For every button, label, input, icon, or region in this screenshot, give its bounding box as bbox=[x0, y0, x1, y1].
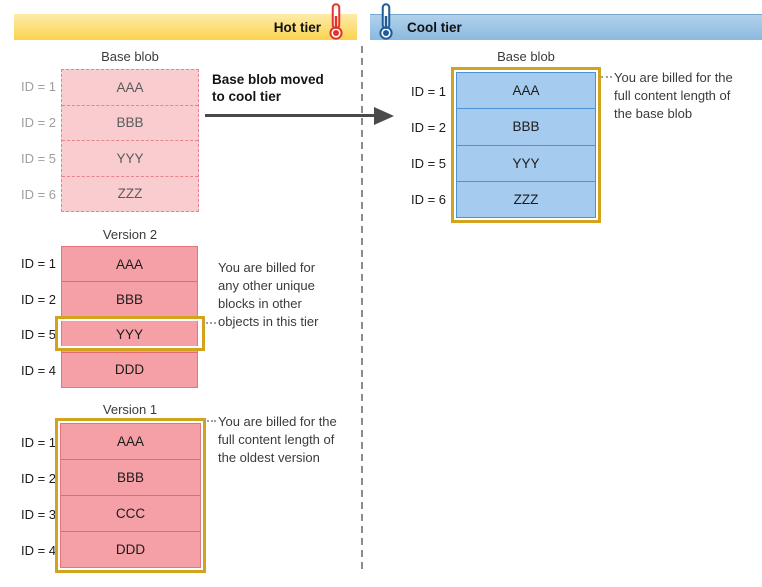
move-arrow-label: Base blob moved to cool tier bbox=[212, 72, 324, 104]
hot-tier-bar: Hot tier bbox=[14, 14, 357, 40]
gold-highlight-box-cool-base: AAA BBB YYY ZZZ bbox=[451, 67, 601, 223]
row-id-label: ID = 2 bbox=[20, 115, 56, 131]
row-id-label: ID = 4 bbox=[20, 362, 56, 378]
block-cell: CCC bbox=[61, 495, 200, 531]
block-cell: BBB bbox=[62, 104, 198, 141]
block-cell: AAA bbox=[116, 79, 144, 95]
hot-base-blob-table: AAA BBB YYY ZZZ bbox=[61, 69, 199, 212]
row-id-label: ID = 2 bbox=[410, 119, 446, 135]
version2-annotation: You are billed for any other unique bloc… bbox=[218, 260, 319, 329]
cool-base-annotation: You are billed for the full content leng… bbox=[614, 70, 733, 121]
move-arrow-shaft bbox=[205, 114, 375, 117]
row-id-label: ID = 6 bbox=[410, 192, 446, 208]
gold-highlight-box-version1: AAA BBB CCC DDD bbox=[55, 418, 206, 573]
gold-highlight-box-yyy bbox=[55, 316, 205, 351]
block-cell: AAA bbox=[116, 434, 144, 449]
block-cell: ZZZ bbox=[457, 180, 595, 217]
version1-annotation: You are billed for the full content leng… bbox=[218, 414, 337, 465]
block-cell: YYY bbox=[457, 144, 595, 181]
row-id-label: ID = 5 bbox=[20, 150, 56, 166]
version2-id-column: ID = 1 ID = 2 ID = 5 ID = 4 bbox=[8, 246, 56, 388]
cool-base-blob-title: Base blob bbox=[497, 49, 555, 64]
block-cell: AAA bbox=[512, 83, 540, 99]
block-cell: BBB bbox=[61, 459, 200, 495]
leader-line bbox=[601, 76, 612, 78]
block-cell: ZZZ bbox=[62, 175, 198, 212]
leader-line bbox=[203, 322, 216, 324]
row-id-label: ID = 5 bbox=[410, 156, 446, 172]
version2-title: Version 2 bbox=[102, 227, 158, 242]
row-id-label: ID = 2 bbox=[20, 470, 56, 486]
hot-thermometer-icon bbox=[329, 3, 343, 40]
block-cell: DDD bbox=[61, 531, 200, 567]
cool-thermometer-icon bbox=[379, 3, 393, 40]
cool-base-blob-table: AAA BBB YYY ZZZ bbox=[456, 72, 596, 218]
cool-base-blob-id-column: ID = 1 ID = 2 ID = 5 ID = 6 bbox=[398, 73, 446, 218]
hot-tier-label: Hot tier bbox=[273, 19, 321, 35]
version1-id-column: ID = 1 ID = 2 ID = 3 ID = 4 bbox=[8, 424, 56, 568]
cool-tier-label: Cool tier bbox=[407, 20, 462, 35]
row-id-label: ID = 1 bbox=[410, 83, 446, 99]
row-id-label: ID = 4 bbox=[20, 542, 56, 558]
hot-base-blob-id-column: ID = 1 ID = 2 ID = 5 ID = 6 bbox=[8, 69, 56, 212]
row-id-label: ID = 2 bbox=[20, 291, 56, 307]
cool-tier-bar: Cool tier bbox=[370, 14, 762, 40]
row-id-label: ID = 5 bbox=[20, 327, 56, 343]
row-id-label: ID = 6 bbox=[20, 186, 56, 202]
row-id-label: ID = 3 bbox=[20, 506, 56, 522]
block-cell: BBB bbox=[457, 108, 595, 144]
tier-divider-line bbox=[361, 46, 363, 573]
row-id-label: ID = 1 bbox=[20, 434, 56, 450]
block-cell: YYY bbox=[62, 140, 198, 176]
block-cell: BBB bbox=[62, 281, 197, 316]
row-id-label: ID = 1 bbox=[20, 256, 56, 272]
version1-table: AAA BBB CCC DDD bbox=[60, 423, 201, 568]
row-id-label: ID = 1 bbox=[20, 79, 56, 95]
move-arrow-head-icon bbox=[374, 107, 394, 125]
hot-base-blob-title: Base blob bbox=[101, 49, 159, 64]
block-cell: DDD bbox=[62, 351, 197, 387]
version1-title: Version 1 bbox=[102, 402, 158, 417]
leader-line bbox=[204, 420, 216, 422]
block-cell: AAA bbox=[115, 256, 143, 272]
